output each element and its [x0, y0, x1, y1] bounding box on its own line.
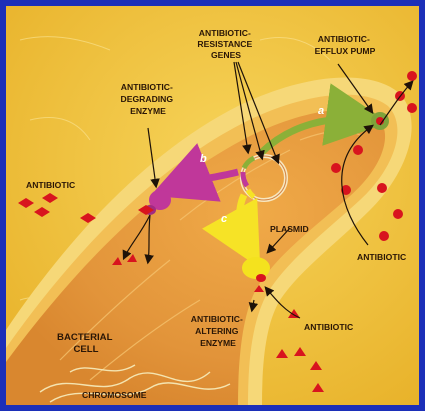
red-dot-icon — [353, 145, 363, 155]
red-dot-icon — [393, 209, 403, 219]
step-c-label: c — [221, 213, 227, 225]
label-antibiotic-bottom: ANTIBIOTIC — [304, 322, 353, 332]
red-dot-icon — [379, 231, 389, 241]
label-chromosome: CHROMOSOME — [82, 390, 147, 400]
step-a-label: a — [318, 105, 324, 117]
label-antibiotic-right: ANTIBIOTIC — [357, 252, 406, 262]
red-dot-icon — [377, 183, 387, 193]
label-plasmid: PLASMID — [270, 224, 309, 234]
red-dot-icon — [407, 71, 417, 81]
label-antibiotic-left: ANTIBIOTIC — [26, 180, 75, 190]
red-dot-icon — [407, 103, 417, 113]
red-dot-icon — [331, 163, 341, 173]
efflux-pump-shape — [371, 112, 389, 130]
step-b-label: b — [200, 153, 207, 165]
